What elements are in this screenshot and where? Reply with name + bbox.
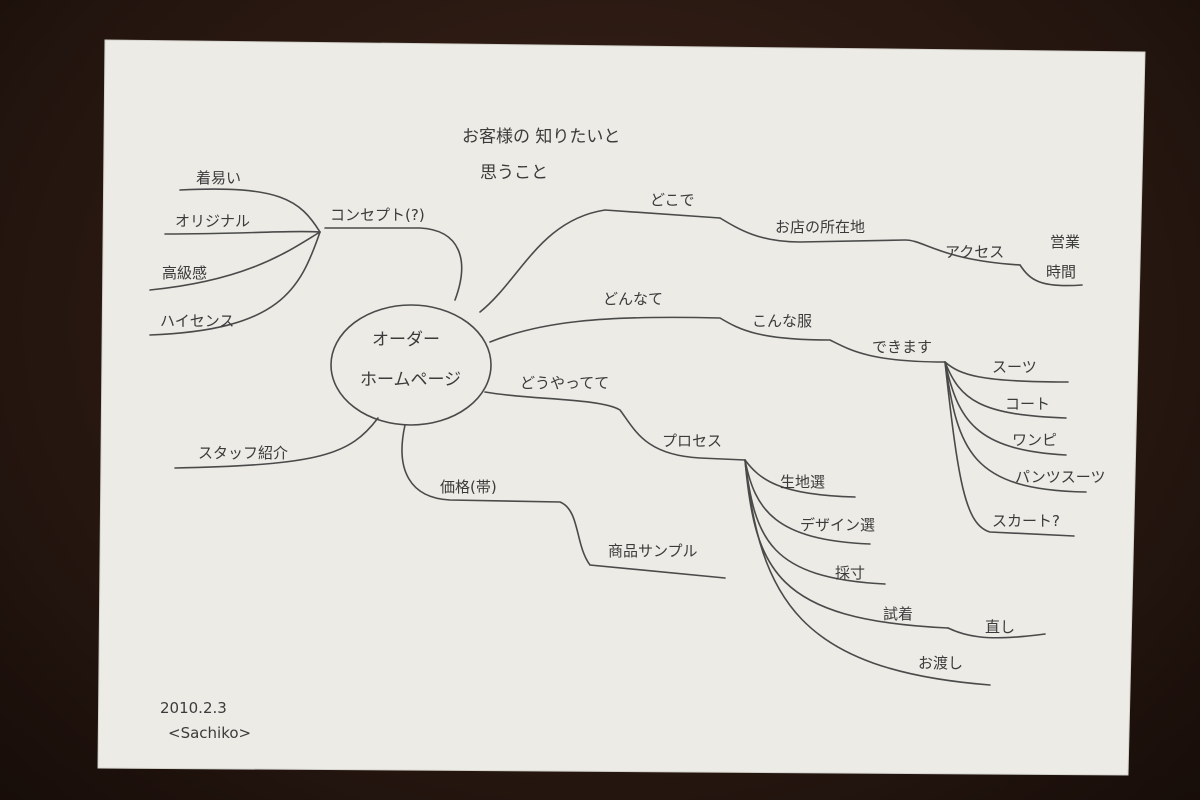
title-line-2: 思うこと (480, 163, 548, 183)
concept-leaf-4: ハイセンス (160, 312, 234, 330)
branch-price (401, 424, 726, 579)
concept-leaf-line-2 (164, 230, 321, 235)
signature-name: <Sachiko> (168, 724, 251, 742)
what-child: こんな服 (752, 312, 812, 330)
paper-sheet (98, 40, 1145, 775)
how-step-line-2 (744, 459, 871, 545)
how-step-5: お渡し (918, 654, 963, 672)
price-label: 価格(帯) (440, 478, 497, 496)
how-step-line-1 (744, 459, 856, 498)
what-item-line-1 (944, 361, 1069, 383)
how-label: どうやってて (520, 374, 609, 392)
what-item-3: ワンピ (1012, 431, 1057, 449)
where-grandchild: アクセス (945, 243, 1004, 261)
what-item-4: パンツスーツ (1015, 468, 1105, 486)
fitting-child-line (947, 627, 1046, 639)
center-node-line-1: オーダー (372, 330, 440, 350)
how-step-3: 採寸 (835, 564, 865, 582)
title-line-1: お客様の 知りたいと (462, 127, 620, 147)
paper-shade (97, 39, 1146, 776)
concept-leaf-3: 高級感 (162, 264, 207, 282)
where-hours-line (1019, 264, 1083, 287)
what-item-2: コート (1005, 395, 1050, 413)
concept-leaf-1: 着易い (196, 169, 241, 187)
how-step-1: 生地選 (780, 473, 825, 491)
center-node-line-2: ホームページ (360, 370, 461, 390)
price-child: 商品サンプル (608, 542, 698, 560)
what-item-line-3 (944, 361, 1067, 456)
what-item-line-2 (944, 361, 1067, 419)
concept-leaf-line-1 (179, 188, 321, 233)
how-step-4: 試着 (883, 605, 913, 623)
what-item-line-4 (944, 361, 1087, 493)
concept-label: コンセプト(?) (330, 206, 425, 224)
how-step-line-5 (744, 459, 991, 686)
center-node-circle (330, 304, 492, 426)
what-item-line-5 (944, 361, 1075, 537)
where-label: どこで (650, 191, 695, 209)
what-item-1: スーツ (992, 358, 1037, 376)
hours-line-2: 時間 (1046, 263, 1076, 281)
branch-staff (174, 417, 379, 469)
how-step-2: デザイン選 (800, 516, 875, 534)
what-label: どんなて (603, 290, 663, 308)
concept-leaf-line-4 (149, 231, 321, 336)
branch-concept (324, 227, 463, 301)
what-item-5: スカート? (992, 512, 1060, 530)
branch-where (479, 209, 721, 313)
branch-how (484, 391, 746, 461)
where-child: お店の所在地 (775, 218, 865, 236)
where-child-line (719, 217, 1021, 266)
staff-label: スタッフ紹介 (198, 444, 288, 462)
concept-leaf-line-3 (149, 231, 321, 291)
fitting-child: 直し (985, 618, 1015, 636)
hours-line-1: 営業 (1050, 233, 1080, 251)
concept-leaf-2: オリジナル (175, 212, 250, 230)
how-child: プロセス (662, 432, 722, 450)
what-grandchild: できます (872, 338, 932, 356)
signature-date: 2010.2.3 (160, 699, 227, 717)
branch-what (489, 316, 946, 363)
